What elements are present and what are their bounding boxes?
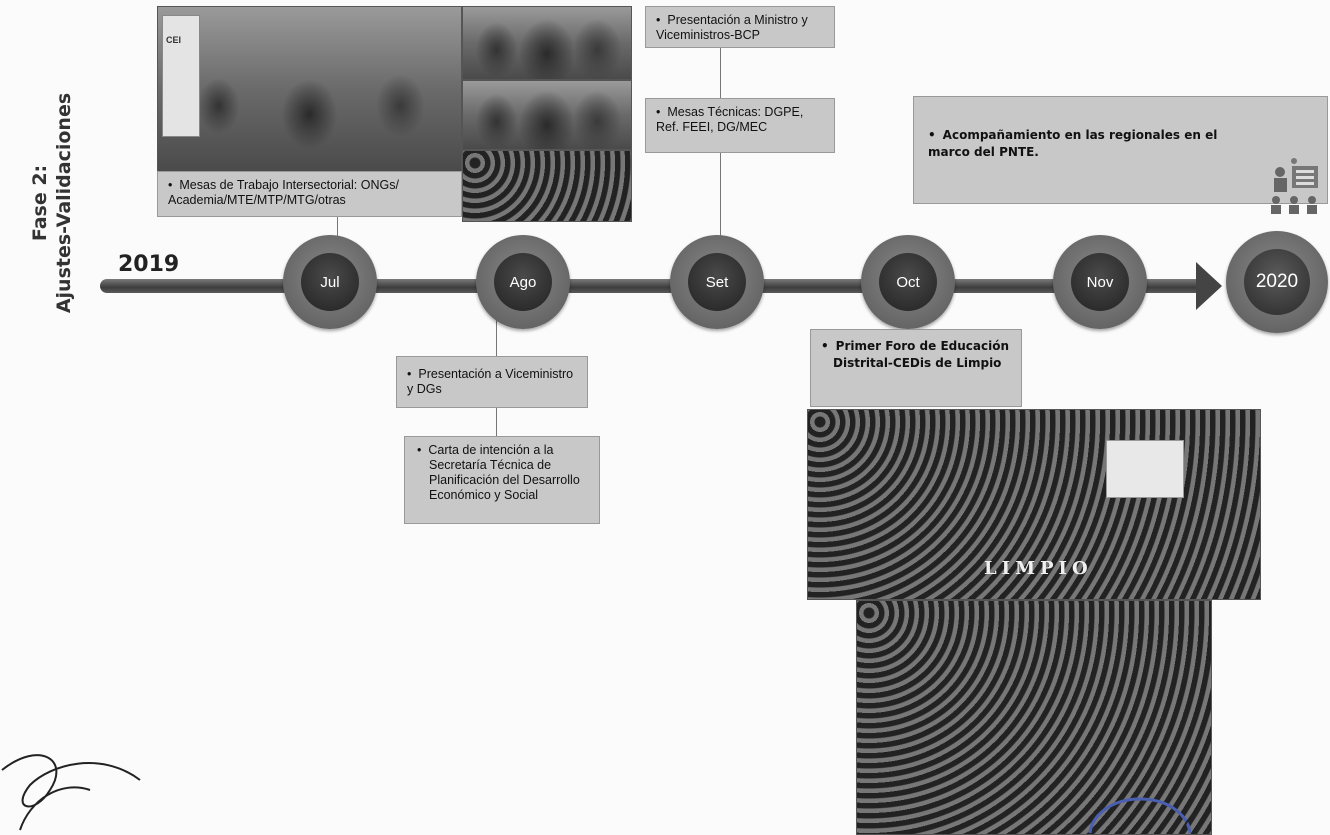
event-text-ago-1: Presentación a Viceministro y DGs <box>407 367 574 396</box>
phase-label-line2: Ajustes-Validaciones <box>53 92 75 314</box>
event-box-jul: •Mesas de Trabajo Intersectorial: ONGs/ … <box>157 171 462 217</box>
node-set: Set <box>670 235 764 329</box>
connector-ago <box>496 318 497 356</box>
connector-ago-2 <box>496 408 497 436</box>
projection-screen <box>1106 440 1184 498</box>
cei-banner <box>162 15 200 137</box>
jul-photo-top-right <box>462 6 632 80</box>
event-text-nov: Acompañamiento en las regionales en el m… <box>928 128 1218 159</box>
official-seal <box>1088 797 1200 833</box>
jul-photo-bottom-right <box>462 150 632 222</box>
node-nov: Nov <box>1053 235 1147 329</box>
node-jul: Jul <box>283 235 377 329</box>
timeline-arrowhead <box>1196 262 1222 310</box>
event-box-set-2: •Mesas Técnicas: DGPE, Ref. FEEI, DG/MEC <box>645 98 835 153</box>
oct-photo-forum: LIMPIO <box>807 409 1261 600</box>
node-ago: Ago <box>476 235 570 329</box>
node-oct: Oct <box>861 235 955 329</box>
end-year: 2020 <box>1244 249 1310 315</box>
node-2020: 2020 <box>1226 231 1328 333</box>
event-text-set-1: Presentación a Ministro y Viceministros-… <box>656 13 808 42</box>
node-label-set: Set <box>688 253 746 311</box>
connector-set-2 <box>720 153 721 246</box>
event-box-ago-2: •Carta de intención a la Secretaría Técn… <box>404 436 600 524</box>
event-box-ago-1: •Presentación a Viceministro y DGs <box>396 356 588 408</box>
node-label-nov: Nov <box>1071 253 1129 311</box>
node-label-ago: Ago <box>494 253 552 311</box>
event-box-nov: •Acompañamiento en las regionales en el … <box>913 96 1328 204</box>
oct-photo-group <box>856 600 1212 835</box>
node-label-oct: Oct <box>879 253 937 311</box>
cei-banner-text: CEI <box>166 35 182 45</box>
node-label-jul: Jul <box>301 253 359 311</box>
connector-jul <box>337 217 338 245</box>
event-text-oct: Primer Foro de Educación Distrital-CEDis… <box>833 339 1009 370</box>
limpio-letters: LIMPIO <box>984 558 1093 579</box>
team-meeting-icon <box>1271 158 1318 214</box>
event-box-oct: •Primer Foro de Educación Distrital-CEDi… <box>810 329 1022 407</box>
event-text-jul: Mesas de Trabajo Intersectorial: ONGs/ A… <box>168 178 399 207</box>
start-year: 2019 <box>118 252 180 277</box>
event-box-set-1: •Presentación a Ministro y Viceministros… <box>645 6 835 48</box>
event-text-set-2: Mesas Técnicas: DGPE, Ref. FEEI, DG/MEC <box>656 105 804 134</box>
connector-set <box>720 48 721 98</box>
phase-label-line1: Fase 2: <box>29 164 51 242</box>
timeline-bar <box>100 279 1210 293</box>
signature <box>1 754 141 831</box>
event-text-ago-2: Carta de intención a la Secretaría Técni… <box>428 443 580 502</box>
phase-label: Fase 2: Ajustes-Validaciones <box>17 23 87 383</box>
jul-photo-mid-right <box>462 80 632 150</box>
jul-photo-main: CEI <box>157 6 462 173</box>
